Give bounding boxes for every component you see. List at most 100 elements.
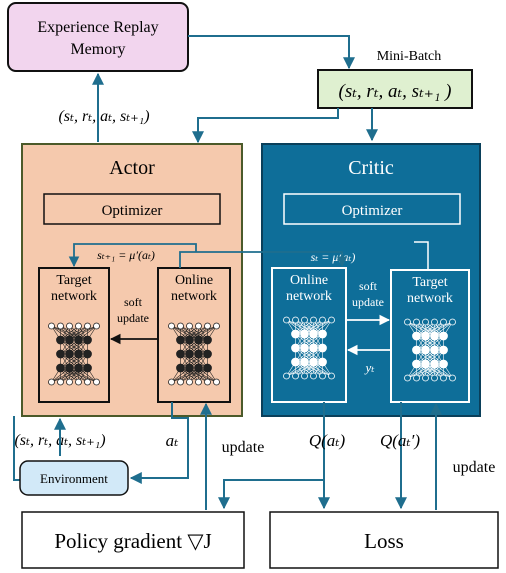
nn-node (48, 378, 55, 386)
nn-edge (51, 367, 79, 383)
nn-node (431, 318, 438, 326)
nn-node (421, 359, 430, 369)
nn-edge (60, 367, 88, 383)
nn-node (300, 343, 309, 353)
nn-edge (425, 321, 453, 337)
nn-node (301, 316, 308, 324)
nn-node (176, 363, 185, 373)
actor-soft-line1: soft (124, 295, 143, 309)
nn-node (301, 372, 308, 380)
nn-node (56, 335, 65, 345)
nn-node (185, 335, 194, 345)
nn-edge (60, 325, 88, 341)
nn-edge (171, 367, 199, 383)
nn-node (412, 359, 421, 369)
nn-node (65, 335, 74, 345)
environment-box: Environment (19, 460, 129, 496)
actor-target-network-box (38, 267, 110, 403)
critic-target-network-box (390, 269, 470, 403)
actor-online-network-box (157, 267, 231, 403)
action-at-label: aₜ (166, 431, 180, 450)
nn-node (186, 322, 193, 330)
nn-node (310, 316, 317, 324)
nn-node (93, 322, 100, 330)
nn-node (84, 322, 91, 330)
nn-node (412, 345, 421, 355)
critic-soft-line2: update (352, 295, 384, 309)
nn-edge (60, 339, 88, 355)
nn-node (440, 318, 447, 326)
nn-node (328, 316, 335, 324)
nn-node (204, 322, 211, 330)
nn-node (309, 357, 318, 367)
action-to-environment-arrow (129, 402, 189, 484)
nn-node (168, 322, 175, 330)
nn-node (195, 322, 202, 330)
nn-node (421, 345, 430, 355)
nn-node (430, 345, 439, 355)
loss-label: Loss (364, 529, 404, 553)
nn-node (439, 359, 448, 369)
nn-node (430, 359, 439, 369)
nn-node (83, 349, 92, 359)
nn-node (449, 318, 456, 326)
critic-online-network-box (271, 267, 347, 403)
nn-node (195, 378, 202, 386)
nn-node (194, 363, 203, 373)
actor-target-line1: Target (56, 273, 91, 288)
nn-node (185, 349, 194, 359)
nn-node (48, 322, 55, 330)
loss-box: Loss (269, 511, 499, 569)
critic-online-line1: Online (290, 273, 328, 288)
nn-node (309, 343, 318, 353)
critic-online-line2: network (286, 289, 332, 304)
nn-node (213, 378, 220, 386)
nn-node (66, 378, 73, 386)
nn-node (57, 378, 64, 386)
actor-online-line1: Online (175, 273, 213, 288)
nn-node (75, 378, 82, 386)
actor-target-line2: network (51, 289, 97, 304)
nn-edge (295, 333, 323, 349)
nn-node (57, 322, 64, 330)
nn-edge (60, 353, 88, 369)
nn-node (422, 374, 429, 382)
nn-edge (180, 353, 208, 369)
nn-node (310, 372, 317, 380)
nn-node (291, 357, 300, 367)
nn-edge (416, 321, 444, 337)
nn-node (431, 374, 438, 382)
environment-label: Environment (40, 471, 108, 486)
left-feedback-line (13, 416, 20, 481)
nn-node (421, 331, 430, 341)
nn-edge (180, 339, 208, 355)
replay-memory-box: Experience Replay Memory (7, 2, 189, 72)
actor-online-to-target-arrow (68, 243, 197, 268)
nn-node (83, 363, 92, 373)
nn-node (318, 357, 327, 367)
nn-node (404, 374, 411, 382)
nn-node (439, 345, 448, 355)
nn-node (291, 329, 300, 339)
nn-node (213, 322, 220, 330)
nn-node (309, 329, 318, 339)
critic-panel: Critic Optimizer sₜ = μ(aₜ) Online netwo… (261, 143, 481, 417)
update-right-label: update (453, 459, 496, 476)
nn-edge (416, 349, 444, 365)
nn-node (449, 374, 456, 382)
actor-online-line2: network (171, 289, 217, 304)
actor-target-nn-icon (48, 322, 100, 386)
nn-node (74, 335, 83, 345)
nn-node (65, 363, 74, 373)
nn-edge (295, 361, 323, 377)
nn-node (203, 335, 212, 345)
critic-target-top-line (414, 241, 429, 270)
nn-node (413, 374, 420, 382)
minibatch-tuple: (sₜ, rₜ, aₜ, sₜ₊₁ ) (339, 81, 452, 102)
actor-soft-line2: update (117, 311, 149, 325)
replay-memory-line1: Experience Replay (37, 19, 158, 36)
nn-node (203, 363, 212, 373)
nn-node (56, 363, 65, 373)
nn-edge (407, 363, 435, 379)
